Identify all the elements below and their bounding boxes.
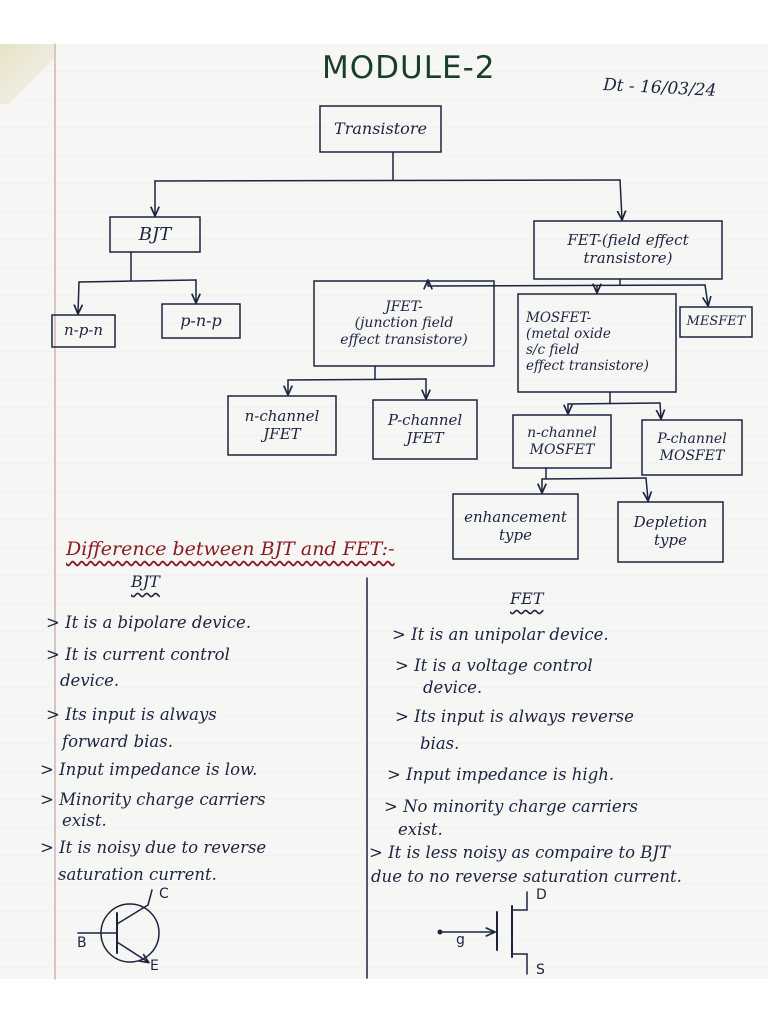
node-enhancement-type: enhancement type — [453, 494, 578, 559]
fet-point-3: > Its input is always reverse — [395, 707, 634, 726]
fet-gate-label: g — [456, 932, 465, 948]
fet-source-label: S — [536, 962, 545, 978]
bjt-point-3: > Its input is always — [46, 705, 217, 724]
fet-point-1: > It is an unipolar device. — [392, 625, 609, 644]
node-mosfet-line-4: effect transistore) — [526, 357, 649, 374]
node-n-channel-jfet: n-channel JFET — [228, 396, 336, 455]
node-pnp: p-n-p — [180, 310, 222, 330]
node-p-mosfet-line-2: MOSFET — [659, 447, 725, 464]
box-p-mosfet — [641, 419, 743, 476]
bjt-column-heading: BJT — [131, 572, 160, 591]
bjt-base-label: B — [77, 935, 87, 951]
box-enhancement — [452, 493, 579, 560]
bjt-point-1: > It is a bipolare device. — [46, 613, 252, 632]
bjt-emitter-label: E — [150, 958, 159, 974]
node-depletion-type: Depletion type — [618, 502, 723, 562]
bjt-point-6-cont: saturation current. — [58, 865, 217, 884]
node-p-channel-jfet: P-channel JFET — [373, 400, 477, 459]
node-n-channel-mosfet: n-channel MOSFET — [513, 415, 611, 468]
box-depletion — [617, 501, 724, 563]
node-jfet-line-1: JFET- — [385, 298, 423, 315]
node-mesfet: MESFET — [686, 314, 746, 330]
fet-point-6-cont: due to no reverse saturation current. — [371, 867, 682, 886]
fet-point-5: > No minority charge carriers — [384, 797, 638, 816]
box-jfet — [313, 280, 495, 367]
node-p-jfet-line-1: P-channel — [387, 410, 463, 429]
fet-point-4: > Input impedance is high. — [387, 765, 615, 784]
fet-point-3-cont: bias. — [420, 734, 460, 753]
node-mosfet: MOSFET- (metal oxide s/c field effect tr… — [518, 294, 676, 392]
page-title: MODULE-2 — [322, 50, 496, 86]
node-npn: n-p-n — [63, 321, 104, 340]
node-p-jfet-line-2: JFET — [406, 428, 444, 447]
box-n-jfet — [227, 395, 337, 456]
node-transistor: Transistore — [334, 118, 427, 138]
page-corner — [0, 44, 54, 104]
bjt-point-2: > It is current control — [46, 645, 230, 664]
node-mosfet-line-2: (metal oxide — [526, 326, 611, 343]
node-fet: FET-(field effect transistore) — [534, 221, 722, 279]
node-jfet: JFET- (junction field effect transistore… — [314, 281, 494, 366]
fet-point-2: > It is a voltage control — [395, 656, 593, 675]
node-p-channel-mosfet: P-channel MOSFET — [642, 420, 742, 475]
box-npn — [51, 314, 116, 348]
fet-point-5-cont: exist. — [398, 820, 443, 839]
node-fet-line-1: FET-(field effect — [567, 231, 689, 250]
fet-point-6: > It is less noisy as compaire to BJT — [369, 843, 671, 862]
bjt-point-5-cont: exist. — [62, 811, 107, 830]
fet-drain-label: D — [536, 887, 547, 903]
box-n-mosfet — [512, 414, 612, 469]
bjt-point-4: > Input impedance is low. — [40, 760, 258, 779]
node-jfet-line-3: effect transistore) — [340, 331, 468, 348]
notebook-page — [0, 44, 768, 979]
bjt-collector-label: C — [159, 886, 169, 902]
fet-column-heading: FET — [510, 589, 544, 608]
bjt-point-2-cont: device. — [60, 671, 120, 690]
node-jfet-line-2: (junction field — [354, 315, 454, 332]
bjt-point-3-cont: forward bias. — [62, 732, 173, 751]
box-pnp — [161, 303, 241, 339]
box-transistor — [319, 105, 442, 153]
node-enhancement-line-2: type — [499, 525, 532, 544]
node-depletion-line-2: type — [654, 531, 687, 549]
node-mosfet-line-3: s/c field — [526, 342, 580, 358]
node-n-jfet-line-2: JFET — [263, 424, 301, 443]
node-mosfet-line-1: MOSFET- — [526, 310, 592, 327]
node-n-mosfet-line-2: MOSFET — [529, 441, 595, 458]
node-p-mosfet-line-1: P-channel — [657, 430, 727, 447]
node-depletion-line-1: Depletion — [633, 513, 708, 532]
box-fet — [533, 220, 723, 280]
bjt-point-6: > It is noisy due to reverse — [40, 838, 267, 857]
difference-heading: Difference between BJT and FET:- — [66, 538, 395, 560]
bjt-point-5: > Minority charge carriers — [40, 790, 266, 809]
node-bjt: BJT — [138, 223, 172, 245]
node-n-mosfet-line-1: n-channel — [527, 424, 597, 441]
node-n-jfet-line-1: n-channel — [244, 406, 320, 425]
box-mesfet — [679, 306, 753, 338]
node-fet-line-2: transistore) — [583, 249, 673, 267]
fet-point-2-cont: device. — [423, 678, 483, 697]
node-enhancement-line-1: enhancement — [464, 507, 567, 526]
